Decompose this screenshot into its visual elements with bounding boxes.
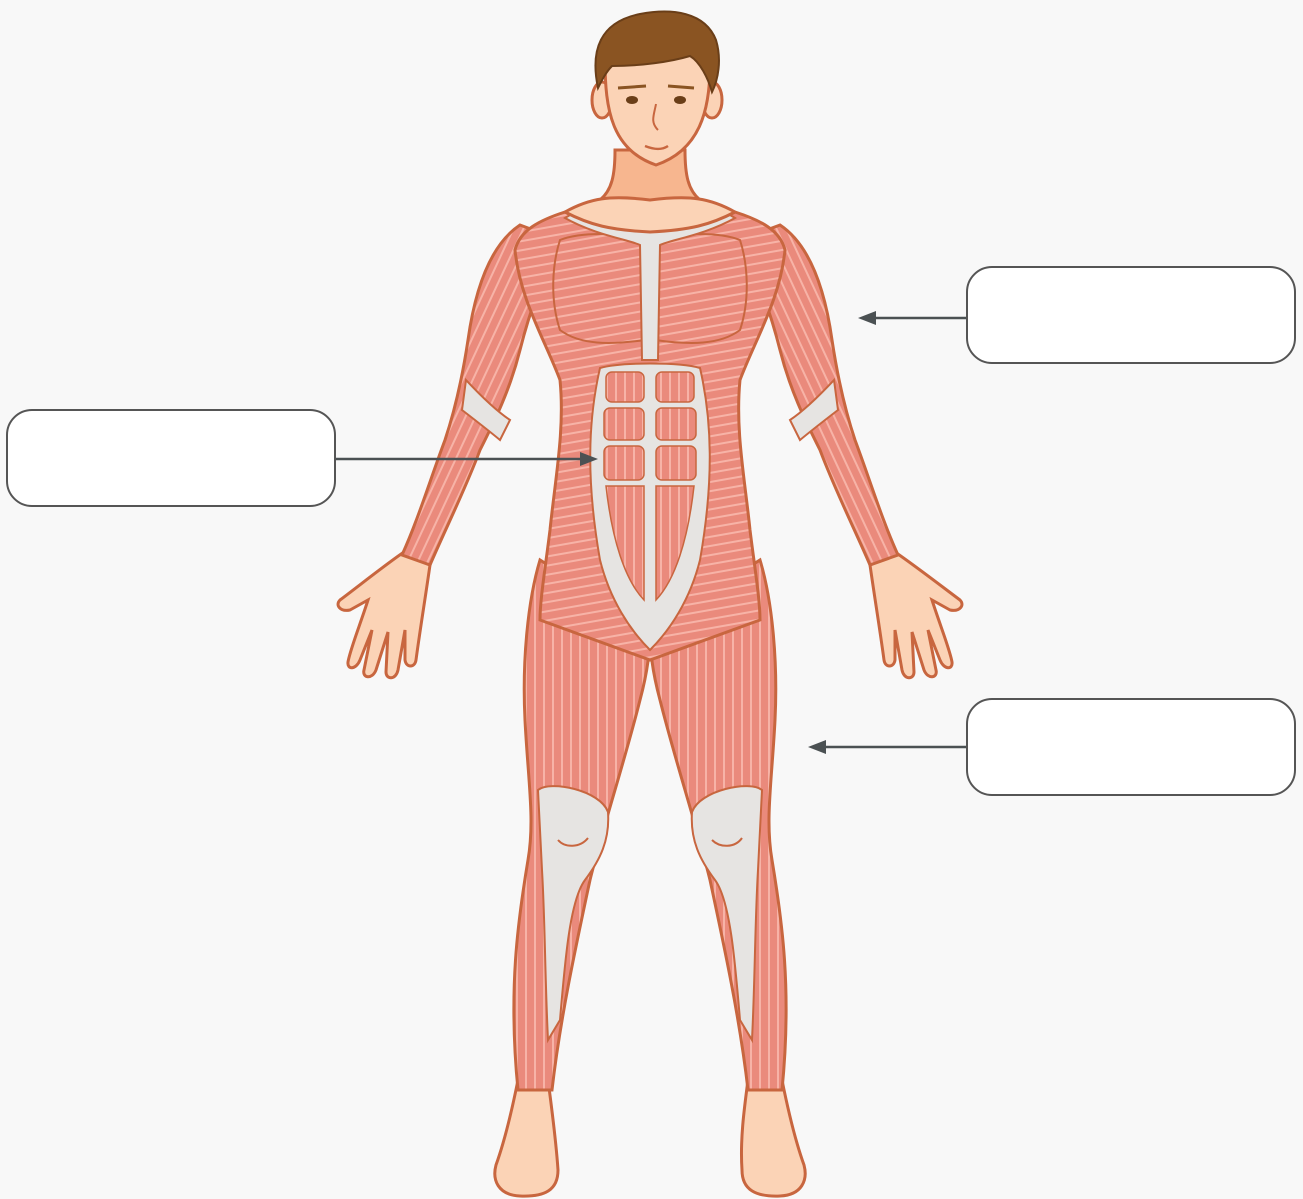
right-foot (741, 1080, 805, 1196)
left-hand (338, 552, 430, 678)
arrow-arm (858, 311, 966, 325)
arrow-thigh (808, 740, 966, 754)
label-box-abdomen[interactable] (6, 409, 336, 507)
head (592, 12, 722, 165)
torso (515, 212, 785, 660)
label-box-thigh[interactable] (966, 698, 1296, 796)
right-hand (870, 552, 962, 678)
left-foot (495, 1080, 558, 1196)
arrow-left-icon (858, 311, 876, 325)
arrow-left-icon (808, 740, 826, 754)
label-box-arm[interactable] (966, 266, 1296, 364)
